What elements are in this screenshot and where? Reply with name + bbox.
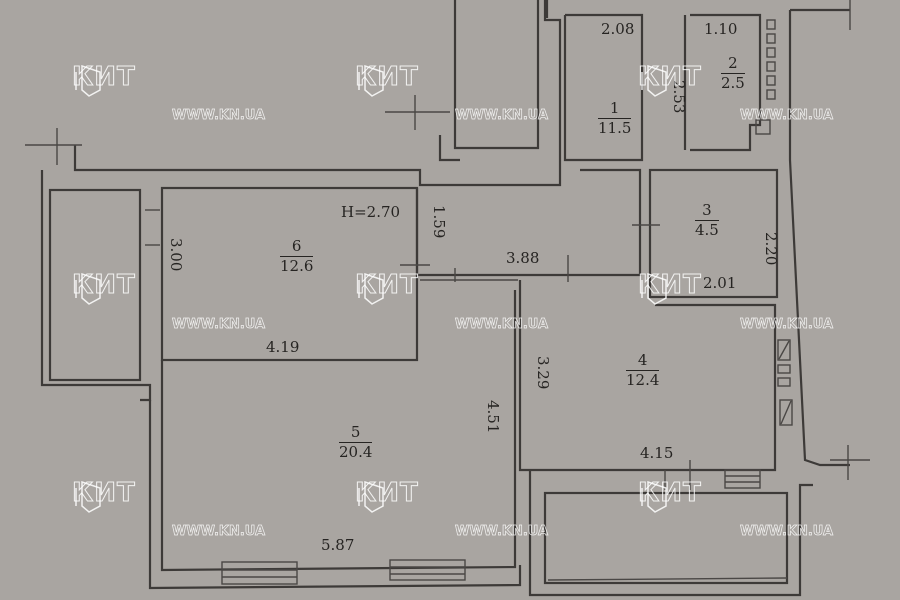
room-area: 12.6: [280, 257, 314, 276]
dim-room4-side: 3.29: [534, 356, 552, 390]
dim-room6-side: 3.00: [167, 238, 185, 272]
dim-room6-width: 4.19: [266, 338, 300, 356]
room-area: 4.5: [695, 221, 719, 240]
dim-room1-width: 2.08: [601, 20, 635, 38]
ceiling-height: H=2.70: [341, 203, 401, 221]
room-area: 20.4: [339, 443, 373, 462]
room-number: 1: [598, 99, 632, 120]
room-number: 5: [339, 423, 373, 444]
dim-room4-width: 4.15: [640, 444, 674, 462]
room-5-label: 5 20.4: [339, 423, 373, 462]
watermark-url: WWW.KN.UA: [740, 317, 834, 333]
dim-room2-width: 1.10: [704, 20, 738, 38]
room-number: 4: [626, 351, 660, 372]
room-6-label: 6 12.6: [280, 237, 314, 276]
room-number: 6: [280, 237, 314, 258]
room-4-label: 4 12.4: [626, 351, 660, 390]
dim-corridor-side: 1.59: [430, 205, 448, 239]
watermark-url: WWW.KN.UA: [455, 317, 549, 333]
dim-room5-width: 5.87: [321, 536, 355, 554]
room-2-label: 2 2.5: [721, 54, 745, 93]
watermark-url: WWW.KN.UA: [172, 524, 266, 540]
dim-room1-side: 2.53: [670, 80, 688, 114]
watermark-url: WWW.KN.UA: [740, 108, 834, 124]
watermark-url: WWW.KN.UA: [455, 524, 549, 540]
room-area: 2.5: [721, 74, 745, 93]
room-3-label: 3 4.5: [695, 201, 719, 240]
dim-room3-side: 2.20: [762, 232, 780, 266]
watermark-url: WWW.KN.UA: [172, 108, 266, 124]
watermark-url: WWW.KN.UA: [455, 108, 549, 124]
room-number: 2: [721, 54, 745, 75]
watermark-url: WWW.KN.UA: [172, 317, 266, 333]
watermark-url: WWW.KN.UA: [740, 524, 834, 540]
dim-corridor-width: 3.88: [506, 249, 540, 267]
room-1-label: 1 11.5: [598, 99, 632, 138]
room-area: 11.5: [598, 119, 632, 138]
room-area: 12.4: [626, 371, 660, 390]
room-number: 3: [695, 201, 719, 222]
dim-room3-width: 2.01: [703, 274, 737, 292]
dim-room5-side: 4.51: [484, 400, 502, 434]
